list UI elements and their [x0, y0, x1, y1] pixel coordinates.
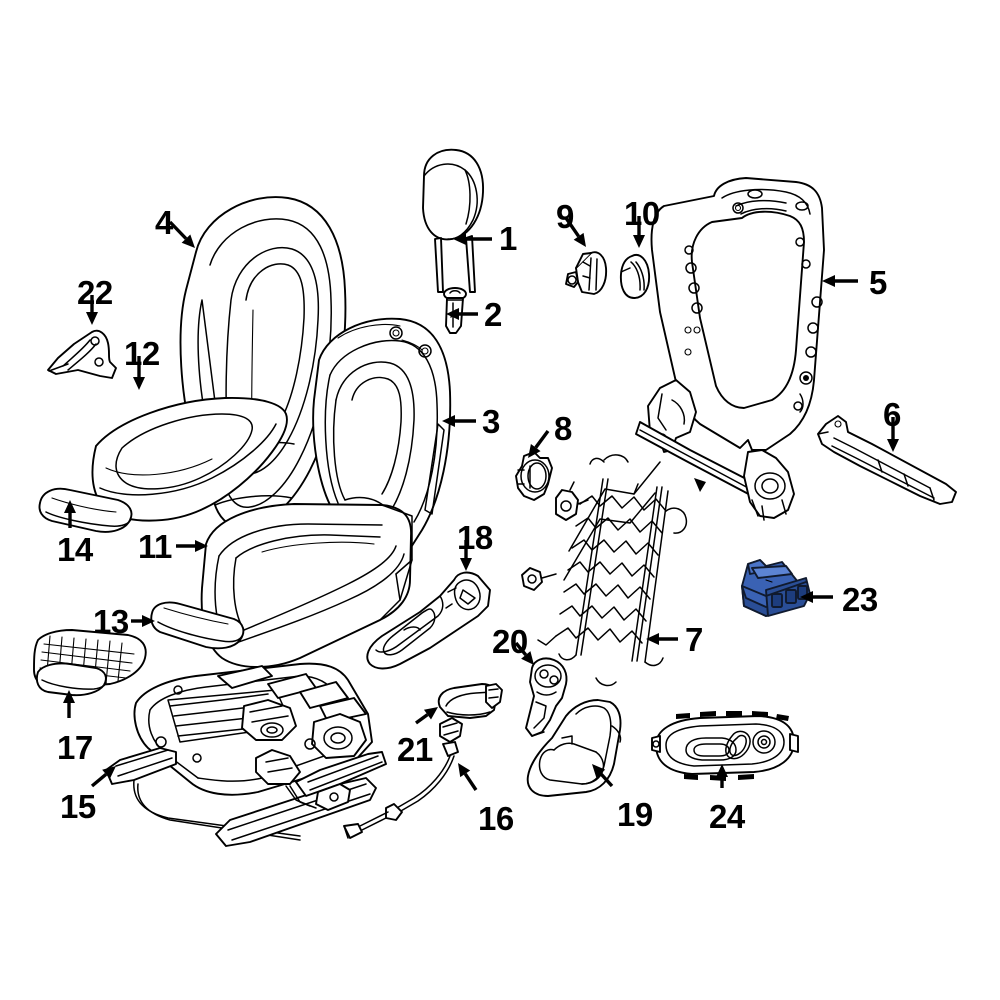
- leader-line-19: [599, 772, 614, 788]
- leader-line-20: [514, 641, 528, 657]
- leader-line-8: [534, 429, 550, 449]
- callout-label-9: 9: [556, 198, 574, 235]
- leader-arrowhead-15: [102, 766, 116, 779]
- part-seat-back-spring-mat: [521, 454, 706, 687]
- callout-label-3: 3: [482, 403, 500, 440]
- callout-label-5: 5: [869, 264, 887, 301]
- leader-line-16: [463, 772, 478, 791]
- leader-line-21: [415, 713, 429, 725]
- leader-arrowhead-2: [446, 308, 459, 320]
- callout-label-12: 12: [124, 335, 160, 372]
- leader-arrowhead-17: [63, 690, 75, 703]
- part-seat-back-trim-rail: [817, 415, 957, 505]
- callout-label-6: 6: [883, 396, 901, 433]
- leader-arrowhead-21: [423, 707, 438, 720]
- part-seat-back-cushion-pad: [312, 317, 452, 559]
- part-seat-back-pivot-cover: [47, 329, 117, 379]
- callout-leader-lines: [63, 216, 899, 791]
- callout-label-15: 15: [60, 788, 96, 825]
- part-seat-back-clip-left: [565, 251, 608, 295]
- part-seat-release-cable: [343, 717, 463, 839]
- callout-label-16: 16: [478, 800, 514, 837]
- leader-arrowhead-24: [716, 764, 728, 777]
- part-seat-cushion-heater-mat: [33, 629, 147, 697]
- part-seat-back-clip-right: [619, 254, 651, 299]
- callout-label-18: 18: [457, 519, 493, 556]
- callout-label-19: 19: [617, 796, 653, 833]
- leader-arrowhead-3: [442, 415, 455, 427]
- part-seat-cushion-cover: [200, 503, 413, 668]
- callout-label-17: 17: [57, 729, 93, 766]
- leader-arrowhead-7: [646, 633, 659, 645]
- callout-label-1: 1: [499, 220, 517, 257]
- part-seat-track-frame-assembly: [105, 662, 387, 847]
- leader-line-9: [564, 217, 581, 238]
- leader-arrowhead-23: [800, 591, 813, 603]
- part-seat-back-frame: [635, 177, 825, 521]
- part-seat-height-adjust-handle: [437, 683, 503, 719]
- callout-label-13: 13: [93, 603, 129, 640]
- callout-label-4: 4: [155, 204, 173, 241]
- part-seat-cushion-pad: [91, 397, 288, 522]
- callout-label-23: 23: [842, 581, 878, 618]
- leader-line-15: [90, 773, 108, 788]
- part-seat-wiring-harness-connector-highlighted: [741, 559, 811, 617]
- part-seat-side-pad-upper: [38, 487, 133, 533]
- leader-arrowhead-5: [822, 275, 835, 287]
- leader-arrowhead-13: [142, 615, 155, 627]
- leader-arrowhead-11: [195, 540, 208, 552]
- leader-arrowhead-12: [133, 377, 145, 390]
- leader-arrowhead-14: [64, 500, 76, 513]
- leader-line-4: [168, 220, 188, 240]
- callout-label-14: 14: [57, 531, 93, 568]
- callout-label-20: 20: [492, 623, 528, 660]
- leader-arrowhead-4: [181, 234, 195, 248]
- part-seat-track-trim-cover-inner: [366, 571, 491, 670]
- part-headrest: [422, 148, 484, 293]
- leader-arrowhead-9: [573, 232, 586, 247]
- callout-label-24: 24: [709, 798, 745, 835]
- callout-label-2: 2: [484, 296, 502, 333]
- leader-arrowhead-18: [460, 558, 472, 571]
- leader-arrowhead-19: [592, 764, 606, 778]
- leader-arrowhead-22: [86, 312, 98, 325]
- callout-label-8: 8: [554, 410, 572, 447]
- part-seat-cushion-side-bolster: [150, 601, 245, 650]
- leader-arrowhead-6: [887, 439, 899, 452]
- callout-label-21: 21: [397, 731, 433, 768]
- callout-label-22: 22: [77, 274, 113, 311]
- leader-arrowhead-20: [521, 651, 534, 665]
- part-recliner-lever-bracket: [525, 657, 568, 737]
- callout-label-7: 7: [685, 621, 703, 658]
- callout-label-10: 10: [624, 195, 660, 232]
- part-recliner-adjustment-knob: [515, 451, 553, 501]
- leader-arrowhead-16: [458, 763, 471, 778]
- leader-arrowhead-8: [528, 443, 541, 458]
- leader-arrowhead-10: [633, 235, 645, 248]
- callout-label-11: 11: [138, 528, 172, 565]
- leader-arrowhead-1: [453, 233, 466, 245]
- part-seat-adjustment-switch-panel: [651, 711, 799, 781]
